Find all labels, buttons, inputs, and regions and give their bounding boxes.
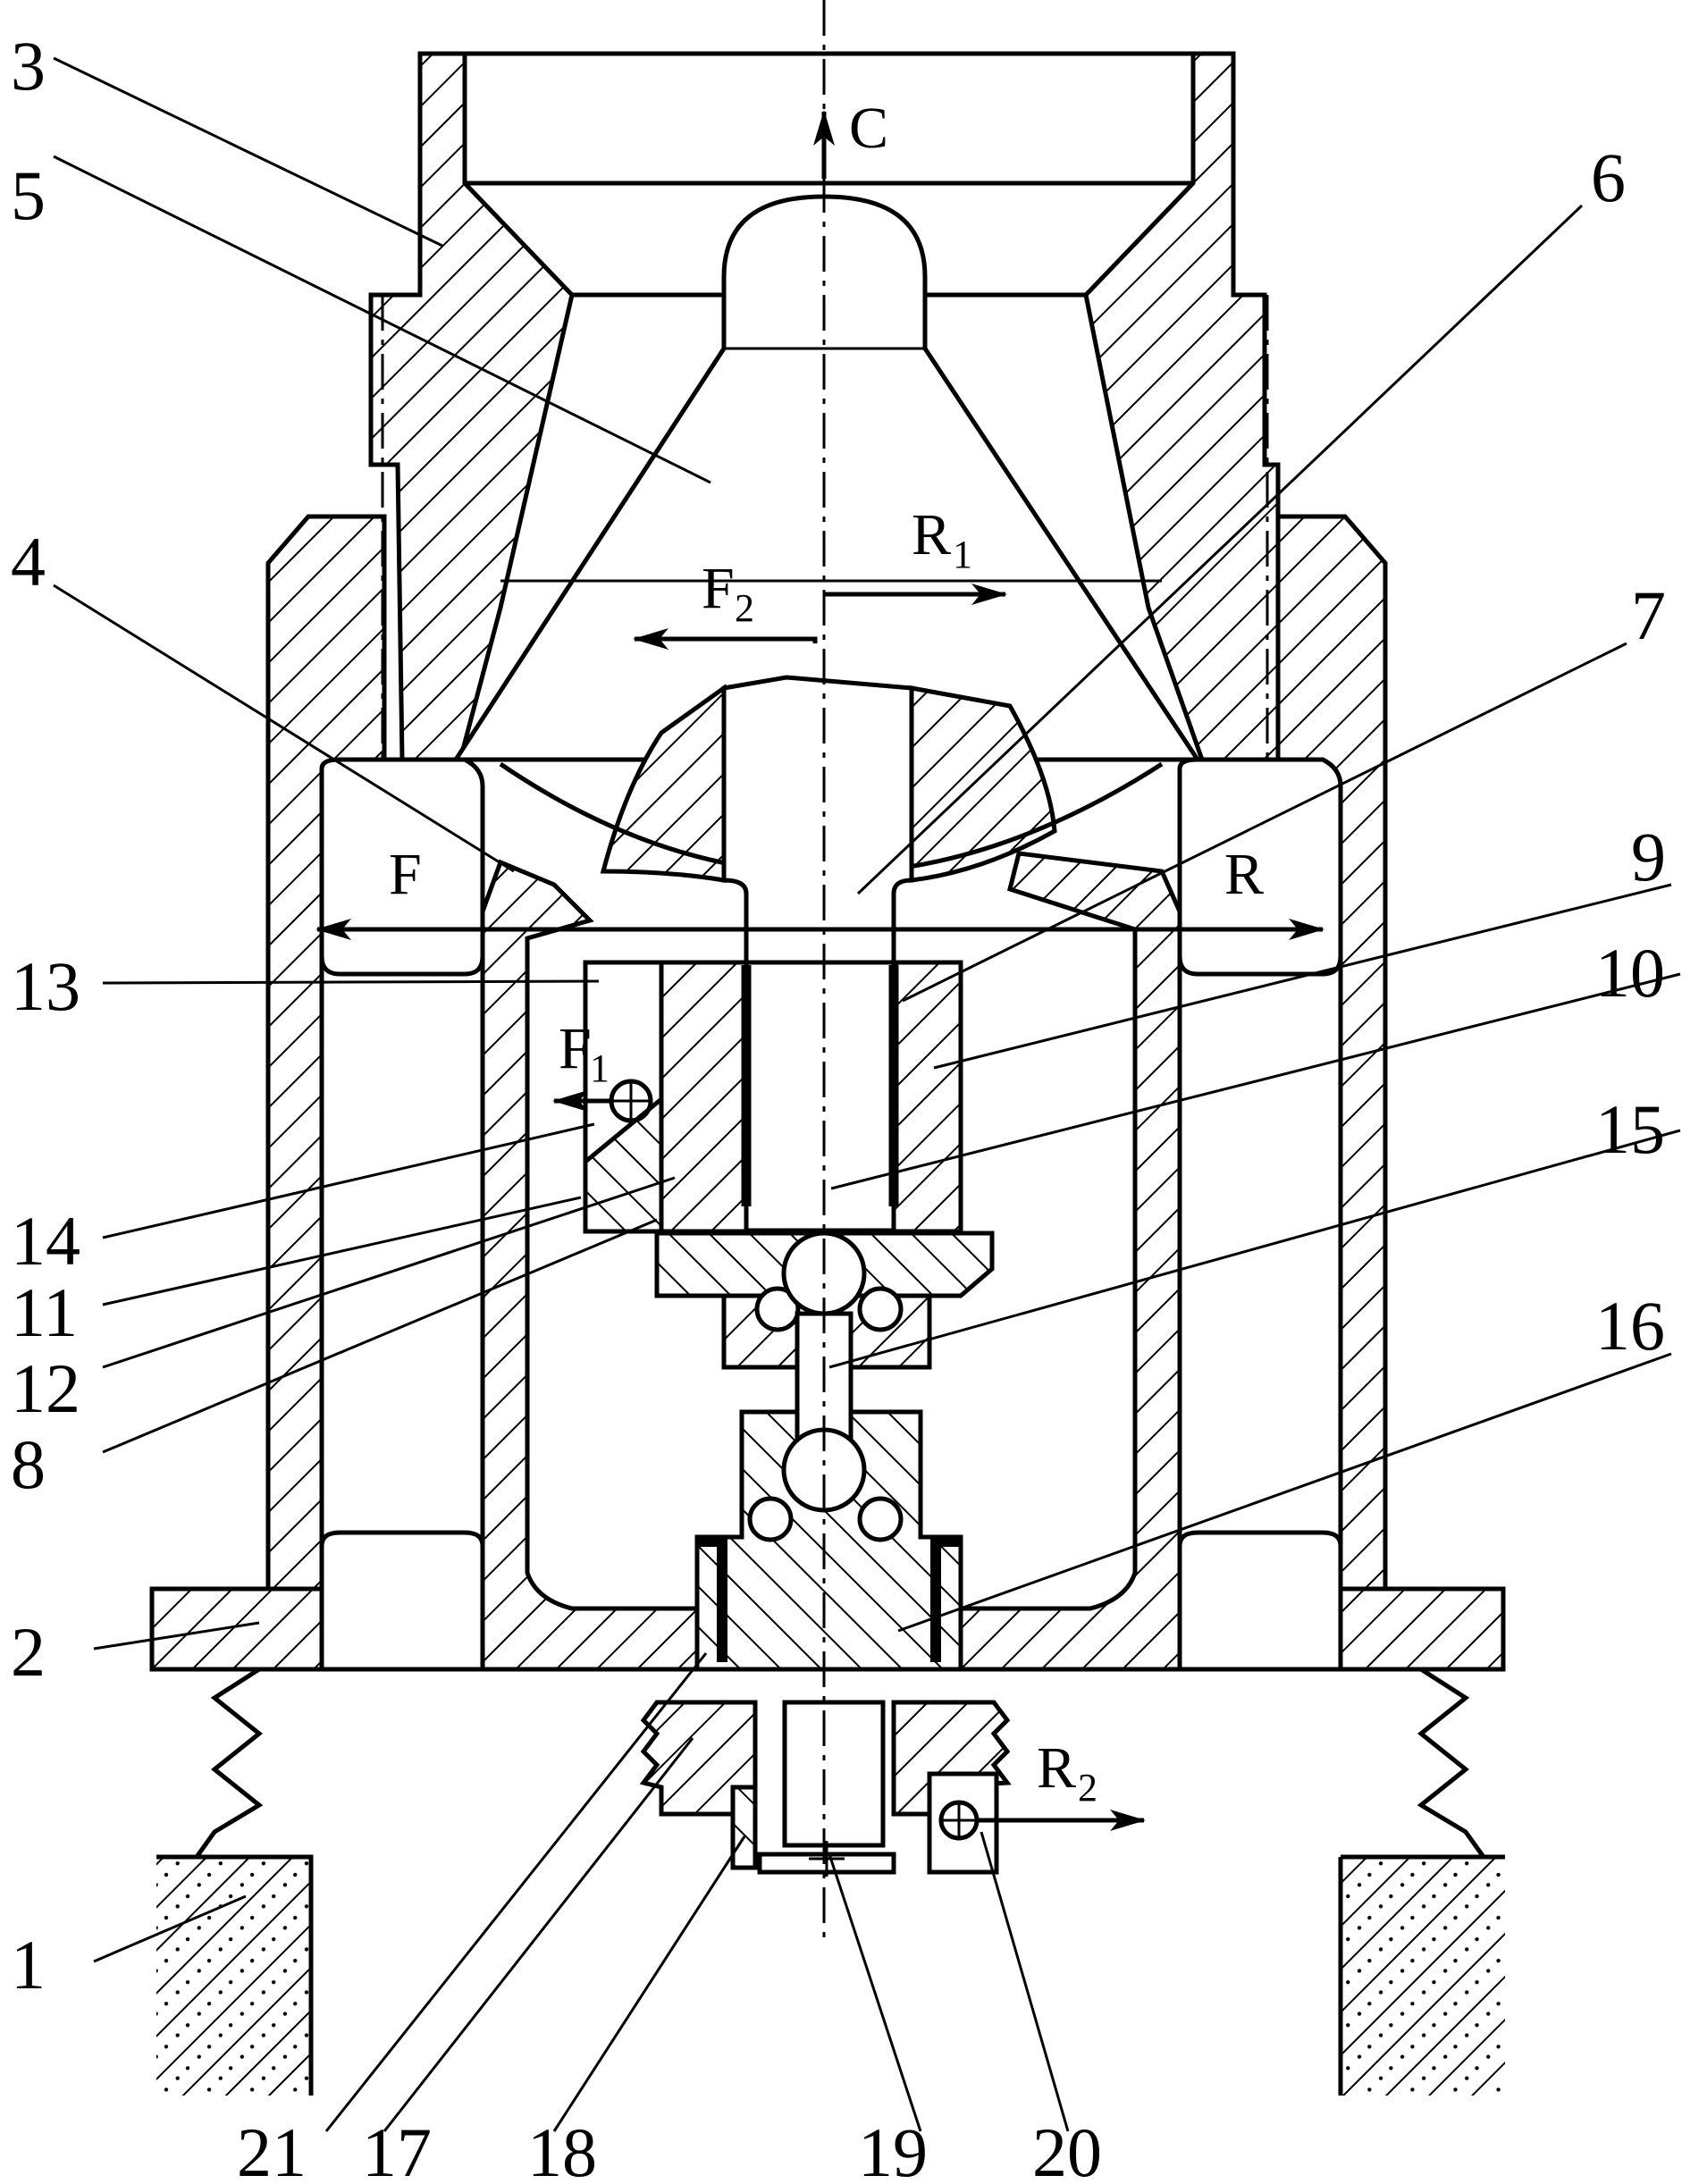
eccentric-sleeve-right [894, 962, 961, 1231]
label-3: 3 [11, 27, 46, 105]
label-20: 20 [1032, 2113, 1102, 2184]
label-10: 10 [1595, 934, 1665, 1012]
label-4: 4 [11, 523, 46, 601]
label-21: 21 [237, 2113, 307, 2184]
label-19: 19 [858, 2113, 928, 2184]
foundation-left [156, 1857, 311, 2096]
label-13: 13 [11, 947, 80, 1025]
force-label-R: R [1224, 842, 1264, 907]
svg-text:1: 1 [590, 1046, 610, 1090]
svg-text:1: 1 [953, 533, 972, 576]
base-flange [152, 1589, 322, 1669]
force-label-F: F [389, 842, 422, 907]
label-16: 16 [1595, 1287, 1665, 1365]
svg-text:R: R [1037, 1735, 1076, 1801]
force-label-C: C [849, 96, 888, 161]
eccentric-mass-symbol [611, 1081, 651, 1121]
pulley-hub [785, 1702, 883, 1845]
label-6: 6 [1591, 139, 1626, 216]
svg-text:F: F [702, 556, 735, 621]
label-18: 18 [527, 2113, 597, 2184]
label-12: 12 [11, 1349, 80, 1427]
label-5: 5 [11, 156, 46, 234]
spring-left [197, 1669, 259, 1857]
label-17: 17 [362, 2113, 432, 2184]
svg-text:2: 2 [735, 586, 754, 630]
svg-text:F: F [559, 1016, 592, 1081]
label-2: 2 [11, 1613, 46, 1691]
eccentric-sleeve-left [661, 962, 746, 1231]
svg-text:2: 2 [1078, 1766, 1097, 1810]
label-14: 14 [11, 1202, 80, 1280]
lower-eccentric-block [929, 1774, 996, 1872]
label-7: 7 [1631, 576, 1666, 654]
spring-right [1421, 1669, 1484, 1857]
label-1: 1 [11, 1926, 46, 2003]
svg-text:R: R [912, 502, 951, 567]
label-15: 15 [1595, 1090, 1665, 1168]
foundation-right [1341, 1857, 1505, 2096]
outer-body-left-wall [268, 517, 384, 1589]
force-label-R2: R 2 [1037, 1735, 1097, 1810]
label-8: 8 [11, 1425, 46, 1503]
label-9: 9 [1631, 818, 1666, 895]
label-11: 11 [11, 1273, 78, 1351]
